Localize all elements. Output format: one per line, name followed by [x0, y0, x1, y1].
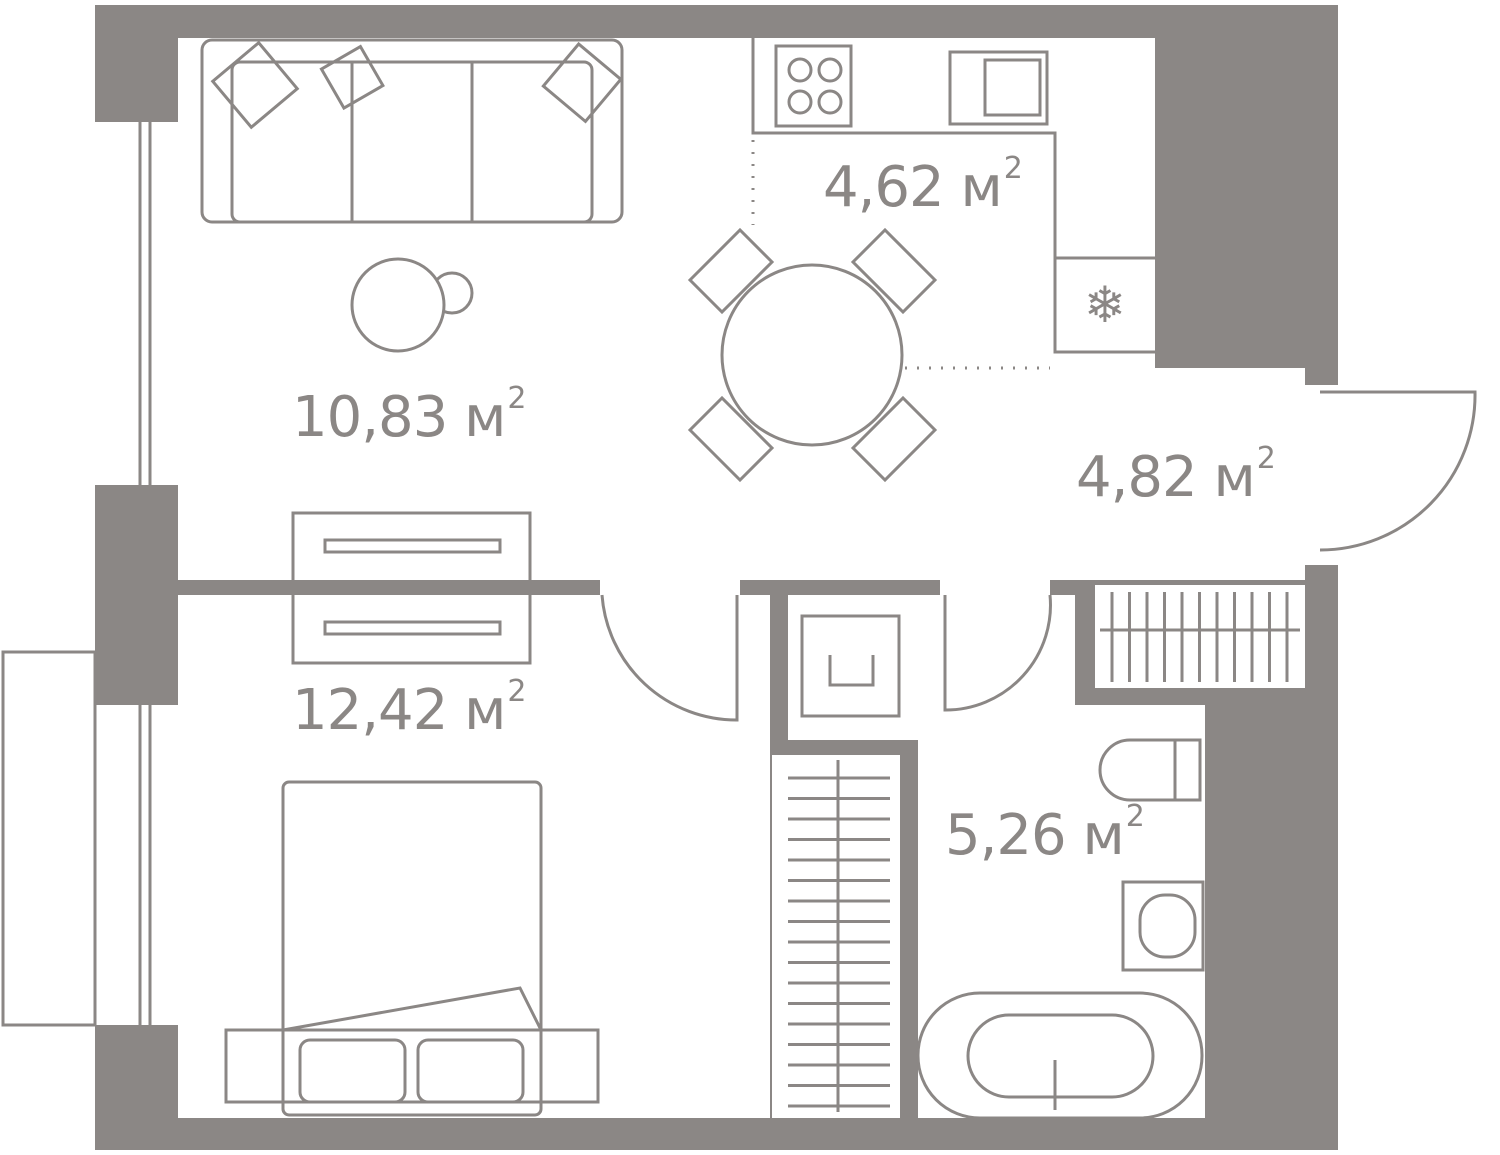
washing-machine-icon: [800, 614, 901, 718]
kitchen-area-label: 4,62 м2: [823, 151, 1023, 220]
toilet-icon: [1098, 738, 1202, 802]
windows: [1, 122, 152, 1027]
wardrobe-shelves: [788, 776, 890, 1108]
coffee-table-icon: [350, 257, 474, 353]
living-room-area-label: 10,83 м2: [292, 381, 526, 450]
partition-wall: [178, 580, 600, 594]
dresser-icon: [291, 511, 532, 665]
storage-shelves: [1100, 592, 1300, 682]
bedroom-area-label: 12,42 м2: [292, 674, 526, 743]
bathroom-area-label: 5,26 м2: [945, 799, 1145, 868]
kitchen-counter: [751, 38, 1155, 370]
bathroom-fixtures: [916, 738, 1205, 1120]
sink-icon: [1121, 880, 1205, 972]
bed-icon: [224, 780, 600, 1117]
room-interiors: [95, 38, 1340, 1118]
hallway-area-label: 4,82 м2: [1076, 441, 1276, 510]
sofa-icon: [200, 38, 624, 224]
doors: [600, 390, 1477, 722]
dining-table-icon: [687, 227, 938, 483]
fridge-snowflake-icon: ❄: [1084, 276, 1126, 334]
bathtub-icon: [916, 991, 1204, 1120]
